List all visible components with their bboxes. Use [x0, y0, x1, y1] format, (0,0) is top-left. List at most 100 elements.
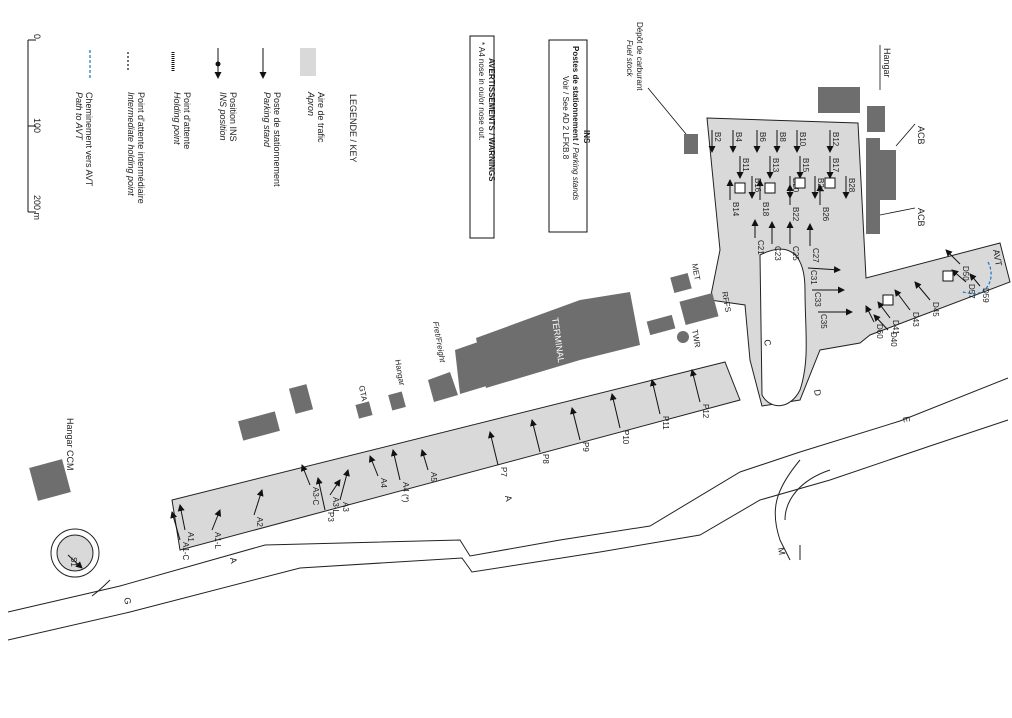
stand-label-c21: C21	[756, 240, 765, 255]
stand-arrow-p3	[315, 477, 326, 511]
warnings-title: AVERTISSEMENTS / WARNINGS	[487, 58, 496, 182]
stand-label-p9: P9	[581, 442, 590, 452]
taxiway-m: M	[776, 547, 787, 556]
legend-title: LEGENDE / KEY	[348, 94, 358, 163]
scale-bar: 0 100 200 m	[27, 34, 42, 220]
stand-arrow-p8	[530, 419, 541, 453]
stand-arrow-a4	[368, 455, 379, 477]
stand-label-p10: P10	[621, 430, 630, 445]
legend-item-ihp-en: Intermediate holding point	[126, 92, 136, 196]
ins-marker-box	[734, 182, 746, 194]
stand-label-p7: P7	[499, 467, 508, 477]
parking-stands: B2B4B6B8B10B11B12B13B14B15B16B17B18B20B2…	[67, 130, 990, 569]
stand-label-d57: D57	[967, 284, 976, 299]
stand-label-a3: A3	[341, 502, 350, 512]
stand-arrow-p7	[488, 431, 499, 466]
stand-label-c35: C35	[819, 314, 828, 329]
stand-arrow-a5	[420, 449, 429, 471]
svg-text:Postes de stationnement / Park: Postes de stationnement / Parking stands	[571, 46, 580, 200]
stand-arrow-a1	[177, 504, 186, 531]
stand-label-b16: B16	[753, 178, 762, 193]
stand-label-b6: B6	[758, 132, 767, 142]
stand-label-d60: D60	[875, 324, 884, 339]
stand-arrow-d50	[945, 249, 961, 265]
hangar-small-label: Hangar	[393, 359, 406, 387]
legend-item-ins-fr: Position INS	[228, 92, 238, 142]
legend-item-path-fr: Cheminement vers AVT	[84, 92, 94, 187]
stand-label-d45: D45	[931, 302, 940, 317]
stand-label-p8: P8	[541, 454, 550, 464]
stand-label-b15: B15	[801, 158, 810, 173]
twr-label: TWR	[690, 329, 702, 349]
stand-arrow-p9	[570, 407, 581, 441]
fuel-stock-label-en: Fuel stock	[625, 40, 634, 77]
stand-label-c23: C23	[773, 246, 782, 261]
stand-label-b11: B11	[741, 158, 750, 172]
ins-line1-fr: Postes de stationnement /	[571, 46, 580, 147]
warnings-box: AVERTISSEMENTS / WARNINGS * A4 nose in o…	[469, 35, 496, 239]
stand-arrow-s1	[67, 554, 83, 569]
ins-box: INS Postes de stationnement / Parking st…	[548, 39, 591, 233]
apron-areas	[50, 117, 1011, 578]
taxiway-a-west: A	[228, 557, 239, 565]
hangar-ccm-label: Hangar CCM	[65, 418, 75, 471]
hangar-ccm-building	[29, 459, 71, 501]
ins-marker-box	[764, 182, 776, 194]
scale-tick-100: 100	[32, 118, 42, 133]
stand-arrow-d41	[877, 301, 891, 319]
scale-tick-200: 200 m	[32, 195, 42, 220]
taxiway-network	[7, 377, 1009, 641]
stand-label-a1: A1	[186, 532, 195, 542]
stand-arrow-d57	[951, 269, 967, 283]
stand-label-c33: C33	[813, 292, 822, 307]
stand-arrow-d60	[865, 305, 875, 323]
stand-label-b4: B4	[734, 132, 743, 142]
stand-label-d41: D41	[891, 320, 900, 335]
stand-label-b10: B10	[798, 132, 807, 147]
stand-arrow-a4-	[390, 449, 401, 481]
stand-label-s1: S1	[69, 557, 78, 567]
stand-arrow-p12	[690, 369, 701, 403]
legend-item-apron-fr: Aire de trafic	[316, 92, 326, 143]
stand-arrow-a2	[253, 489, 264, 516]
stand-label-b12: B12	[831, 132, 840, 147]
taxiway-c: C	[762, 339, 773, 348]
taxiway-a-east: A	[503, 495, 514, 503]
fuel-stock-building	[684, 134, 698, 154]
stand-label-a5: A5	[429, 472, 438, 482]
stand-arrow-a1-c	[170, 511, 181, 541]
fuel-stock-label-fr: Dépôt de carburant	[635, 22, 644, 91]
buildings	[29, 87, 896, 501]
stand-arrow-d59	[969, 273, 981, 287]
stand-label-b8: B8	[778, 132, 787, 142]
warnings-line-1: * A4 nose in ou/or nose out.	[477, 42, 486, 140]
stand-label-p11: P11	[661, 416, 670, 430]
stand-arrow-a3-l	[329, 479, 341, 496]
path-to-avt	[961, 261, 992, 295]
stand-label-p12: P12	[701, 404, 710, 419]
stand-arrow-a3	[339, 469, 350, 501]
stand-label-b26: B26	[821, 207, 830, 222]
stand-label-a4-: A4 (*)	[401, 482, 410, 503]
stand-arrow-d40	[873, 314, 889, 331]
stand-label-d59: D59	[981, 288, 990, 303]
acb-label-1: ACB	[916, 126, 926, 145]
legend-item-stand-fr: Poste de stationnement	[272, 92, 282, 187]
legend-item-stand-en: Parking stand	[262, 92, 272, 148]
ins-line2: Voir / See AD 2 LFKB.8	[561, 76, 570, 160]
ins-marker-box	[882, 294, 894, 306]
acb-label-2: ACB	[916, 208, 926, 227]
scale-tick-0: 0	[32, 34, 42, 39]
stand-label-d40: D40	[889, 332, 898, 347]
taxiway-g: G	[122, 597, 133, 606]
met-label: MET	[690, 263, 702, 281]
stand-arrow-p10	[609, 393, 621, 429]
legend-item-ins-en: INS position	[218, 92, 228, 141]
stand-label-b28: B28	[847, 178, 856, 193]
stand-arrow-d43	[894, 289, 911, 311]
stand-label-b22: B22	[791, 207, 800, 222]
taxiway-d: D	[812, 389, 823, 398]
stand-label-b14: B14	[731, 202, 740, 217]
stand-label-a1-c: A1-C	[181, 542, 190, 560]
